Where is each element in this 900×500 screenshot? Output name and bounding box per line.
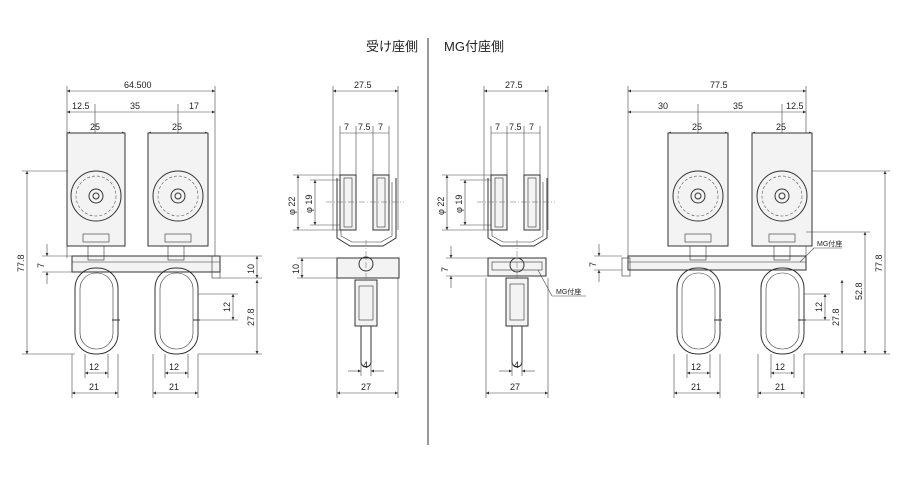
dim-ls-base: 27: [361, 382, 371, 392]
dim-rf-overall: 77.5: [710, 80, 728, 90]
dim-rf-hook-w2: 12: [775, 362, 785, 372]
dim-ls-width: 27.5: [354, 80, 372, 90]
right-front-view: 77.5 30 35 12.5 25 25 MG付座: [588, 80, 890, 398]
dim-rf-base1: 21: [691, 382, 701, 392]
dim-rf-height: 77.8: [874, 254, 884, 272]
left-front-view: 64.500 12.5 35 17 25 25: [16, 80, 262, 398]
title-uke-za: 受け座側: [366, 39, 418, 54]
title-mg-za: MG付座側: [444, 39, 504, 54]
dim-left-hook-open: 12: [222, 302, 232, 312]
dim-left-bracket-right: 10: [246, 264, 256, 274]
dim-left-w2: 25: [172, 122, 182, 132]
dim-rs-base: 27: [510, 382, 520, 392]
dim-left-bracket: 7: [36, 263, 46, 268]
dim-left-hook-w1: 12: [89, 362, 99, 372]
dim-left-hook-len: 27.8: [246, 308, 256, 326]
dim-rs-d22: φ 22: [436, 197, 446, 215]
dim-rs-s1: 7: [495, 122, 500, 132]
dim-left-seg2: 35: [130, 101, 140, 111]
dim-rf-seg3: 12.5: [786, 101, 804, 111]
dim-rf-bracket: 7: [588, 262, 598, 267]
dim-left-w1: 25: [90, 122, 100, 132]
dim-left-overall: 64.500: [124, 80, 152, 90]
dim-rf-w2: 25: [776, 122, 786, 132]
dim-ls-s3: 7: [378, 122, 383, 132]
dim-rs-pin: 4: [514, 360, 519, 370]
dim-left-seg3: 17: [189, 101, 199, 111]
label-mg-seat-front: MG付座: [817, 239, 842, 248]
dim-rf-hook-w1: 12: [691, 362, 701, 372]
left-side-view: 27.5 7 7.5 7 φ 22 φ 19 10: [287, 80, 404, 398]
dim-rf-seg2: 35: [733, 101, 743, 111]
dim-ls-pin: 4: [363, 360, 368, 370]
dim-ls-d19: φ 19: [304, 195, 314, 213]
dim-ls-h10: 10: [291, 264, 301, 274]
dim-ls-s2: 7.5: [358, 122, 371, 132]
dim-rs-s2: 7.5: [509, 122, 522, 132]
dim-rf-hook-open: 12: [814, 302, 824, 312]
dim-left-hook-w2: 12: [169, 362, 179, 372]
dim-rf-mid: 52.8: [854, 282, 864, 300]
dim-ls-s1: 7: [344, 122, 349, 132]
label-mg-seat-side: MG付座: [556, 287, 581, 296]
dim-rf-seg1: 30: [658, 101, 668, 111]
dim-rs-d19: φ 19: [454, 195, 464, 213]
dim-ls-d22: φ 22: [287, 197, 297, 215]
dim-rf-w1: 25: [692, 122, 702, 132]
dim-left-seg1: 12.5: [72, 101, 90, 111]
dim-rf-base2: 21: [775, 382, 785, 392]
dim-rs-s3: 7: [529, 122, 534, 132]
dim-left-height: 77.8: [16, 254, 26, 272]
dim-rs-h7: 7: [440, 267, 450, 272]
dim-left-base2: 21: [169, 382, 179, 392]
dim-rf-hook-len: 27.8: [831, 308, 841, 326]
right-side-view: 27.5 7 7.5 7 φ 22 φ 19 7: [436, 80, 586, 398]
dim-left-base1: 21: [89, 382, 99, 392]
dim-rs-width: 27.5: [505, 80, 523, 90]
